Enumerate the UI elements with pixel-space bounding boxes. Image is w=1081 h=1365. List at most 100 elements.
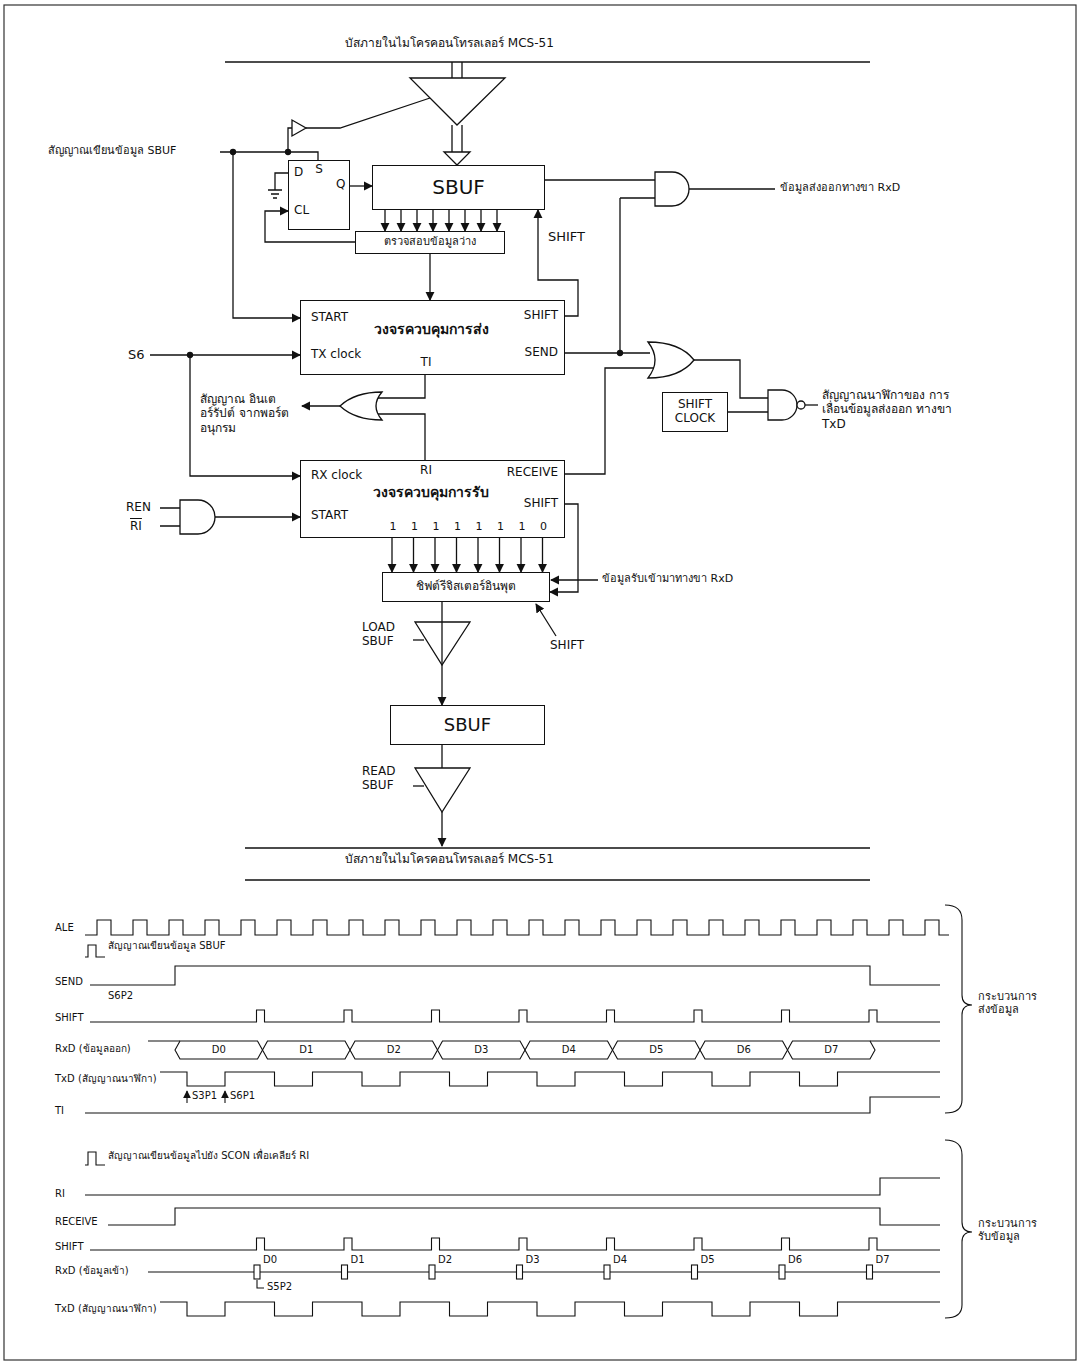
- sample-window: [604, 1265, 610, 1279]
- connector-line: [350, 185, 372, 186]
- timing-marker: [224, 1091, 225, 1103]
- flip-flop-box: DSQCL: [288, 160, 350, 230]
- signal-label: กระบวนการ ส่งข้อมูล: [978, 990, 1043, 1016]
- node-text: 1: [497, 521, 504, 534]
- node-text: RX clock: [311, 469, 362, 483]
- shift-waveform: [90, 1238, 940, 1250]
- sample-window: [692, 1265, 698, 1279]
- enable-wire: [306, 98, 430, 128]
- bus-tap: [452, 62, 462, 78]
- write-pulse: [85, 1152, 105, 1165]
- signal-label: RI: [55, 1188, 65, 1200]
- signal-label: ALE: [55, 922, 74, 934]
- and-gate: [655, 172, 689, 206]
- txd-clock-waveform: [160, 1302, 940, 1316]
- signal-label: D6: [737, 1044, 751, 1056]
- signal-label: RxD (ข้อมูลออก): [55, 1043, 131, 1055]
- signal-label: D7: [824, 1044, 838, 1056]
- signal-label: S6P2: [108, 990, 133, 1002]
- connector-line: [456, 538, 457, 572]
- data-bit-cell: [525, 1041, 613, 1059]
- connector-line: [384, 210, 385, 231]
- bus-arrow-head: [444, 152, 470, 165]
- signal-label: D5: [701, 1254, 715, 1266]
- data-bit-cell: [175, 1041, 263, 1059]
- write-pulse: [85, 945, 105, 957]
- signal-label: REN: [126, 500, 151, 514]
- node-text: SEND: [525, 346, 558, 360]
- data-bit-cell: [788, 1041, 876, 1059]
- or-gate: [340, 392, 382, 420]
- sample-window: [342, 1265, 348, 1279]
- inverter-bubble: [797, 401, 805, 409]
- sample-window: [254, 1265, 260, 1279]
- connector-line: [432, 210, 433, 231]
- bus-line: [225, 61, 870, 62]
- data-bit-cell: [263, 1041, 351, 1059]
- receive-wire: [565, 368, 654, 474]
- sample-window: [517, 1265, 523, 1279]
- sbuf-register: SBUF: [390, 705, 545, 745]
- receive-waveform: [108, 1208, 940, 1225]
- signal-label: D4: [562, 1044, 576, 1056]
- shift-clock-box: SHIFT CLOCK: [662, 392, 728, 432]
- signal-label: RxD (ข้อมูลเข้า): [55, 1265, 129, 1277]
- shift-waveform: [90, 1010, 940, 1022]
- node-text: SHIFT: [524, 497, 558, 511]
- buffer-symbol: [292, 120, 306, 136]
- node-text: 1: [476, 521, 483, 534]
- signal-label: D1: [351, 1254, 365, 1266]
- node-text: 1: [390, 521, 397, 534]
- clock-wire: [728, 411, 768, 412]
- signal-label: S3P1: [192, 1090, 217, 1102]
- receive-control-box: RX clockRIRECEIVEวงจรควบคุมการรับSTARTSH…: [300, 460, 565, 538]
- signal-label: บัสภายในไมโครคอนโทรลเลอร์ MCS-51: [345, 36, 554, 50]
- signal-label: ข้อมูลส่งออกทางขา RxD: [780, 181, 900, 194]
- group-bracket: [945, 1140, 972, 1318]
- leader-line: [257, 1280, 264, 1288]
- rxd-input-line: [148, 1271, 940, 1272]
- signal-label: สัญญาณเขียนข้อมูลไปยัง SCON เพื่อเคลียร์…: [108, 1150, 309, 1162]
- data-wire: [545, 179, 655, 180]
- signal-label: SHIFT: [55, 1012, 84, 1024]
- input-wire: [160, 508, 180, 526]
- connector: [392, 538, 543, 572]
- signal-label: TI: [55, 1105, 64, 1117]
- signal-label: สัญญาณเขียนข้อมูล SBUF: [48, 144, 176, 157]
- node-text: ชิฟต์รีจิสเตอร์อินพุต: [416, 580, 516, 594]
- connector-line: [429, 254, 430, 300]
- signal-label: D3: [526, 1254, 540, 1266]
- node-text: ตรวจสอบข้อมูลว่าง: [384, 236, 476, 249]
- ri-wire: [378, 414, 425, 460]
- connector-line: [441, 602, 442, 705]
- data-wire: [441, 812, 442, 846]
- shift-wire: [536, 604, 556, 636]
- or-gate: [648, 342, 694, 378]
- signal-label: D3: [474, 1044, 488, 1056]
- connector-line: [448, 210, 449, 231]
- signal-label: D0: [263, 1254, 277, 1266]
- data-wire: [441, 745, 442, 768]
- bus-arrow: [452, 125, 462, 152]
- connector-line: [413, 538, 414, 572]
- node-text: Q: [336, 178, 345, 192]
- signal-label: สัญญาณ อินเตอร์รัปต์ จากพอร์ตอนุกรม: [200, 392, 292, 435]
- node-text: D: [294, 166, 303, 180]
- node-text: RECEIVE: [507, 466, 558, 480]
- sample-window: [779, 1265, 785, 1279]
- and-gate: [180, 500, 215, 534]
- group-bracket: [945, 905, 972, 1113]
- node-text: START: [311, 311, 348, 325]
- signal-label: RI: [130, 519, 142, 533]
- rxd-input-wire: [551, 579, 598, 580]
- connector: [442, 602, 443, 705]
- connector-line: [480, 210, 481, 231]
- sbuf-register: SBUF: [372, 165, 545, 210]
- connector-line: [542, 538, 543, 572]
- ale-waveform: [85, 920, 949, 935]
- node-text: SBUF: [444, 715, 491, 736]
- bus-line: [245, 848, 870, 880]
- send-wire: [565, 198, 655, 353]
- signal-label: S6P1: [230, 1090, 255, 1102]
